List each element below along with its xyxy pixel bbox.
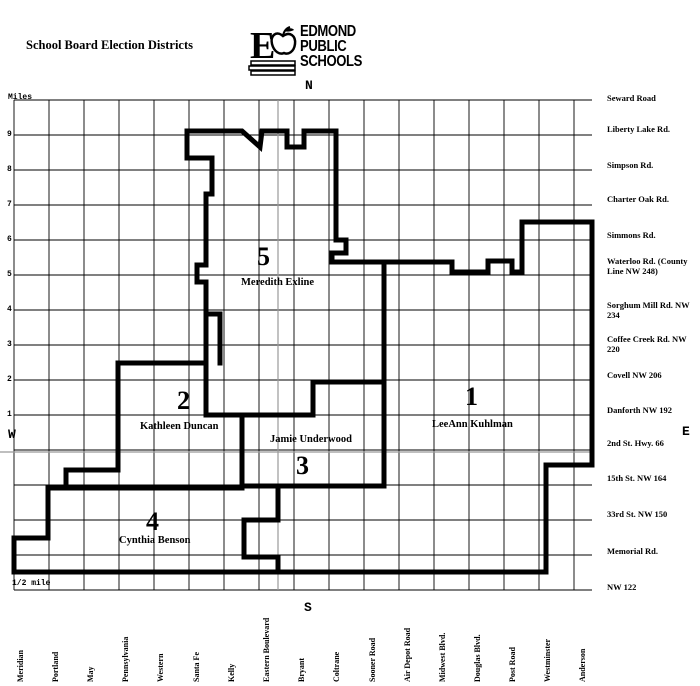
district-5-member: Meredith Exline <box>241 277 315 288</box>
district-3-member: Jamie Underwood <box>270 434 352 445</box>
district-5-number: 5 <box>257 242 270 271</box>
road-label-north-south: Douglas Blvd. <box>473 634 482 682</box>
compass-west: W <box>8 427 16 442</box>
district-boundary-3 <box>239 379 387 489</box>
district-boundary-outer <box>11 128 595 575</box>
logo-text-public: PUBLIC <box>300 38 347 55</box>
compass-south: S <box>304 600 312 615</box>
district-1-number: 1 <box>465 382 478 411</box>
road-label-east-west: 33rd St. NW 150 <box>607 509 668 519</box>
svg-text:E: E <box>250 25 275 67</box>
district-2-number: 2 <box>177 386 190 415</box>
road-label-east-west: Waterloo Rd. (County Line NW 248) <box>607 256 688 276</box>
district-boundary-west-5 <box>203 311 223 366</box>
mile-tick-label: 5 <box>7 270 12 279</box>
road-label-north-south: Westminster <box>543 638 552 682</box>
road-label-north-south: Portland <box>51 651 60 682</box>
mile-tick-label: 9 <box>7 130 12 139</box>
mile-tick-label: 8 <box>7 165 12 174</box>
road-label-east-west: Seward Road <box>607 93 656 103</box>
mile-tick-label: 3 <box>7 340 12 349</box>
road-label-north-south: Bryant <box>297 658 306 682</box>
logo-text-edmond: EDMOND <box>300 23 356 40</box>
road-label-north-south: Kelly <box>227 663 236 682</box>
district-3-number: 3 <box>296 451 309 480</box>
mile-tick-label: 2 <box>7 375 12 384</box>
district-4-number: 4 <box>146 507 159 536</box>
compass-east: E <box>682 424 690 439</box>
road-label-east-west: 2nd St. Hwy. 66 <box>607 438 664 448</box>
road-label-north-south: Western <box>156 653 165 682</box>
district-1-member: LeeAnn Kuhlman <box>432 419 513 430</box>
road-label-east-west: Charter Oak Rd. <box>607 194 669 204</box>
road-label-north-south: May <box>86 666 95 682</box>
compass-north: N <box>305 78 313 93</box>
road-label-north-south: Eastern Boulevard <box>262 617 271 682</box>
road-label-east-west: Sorghum Mill Rd. NW 234 <box>607 300 690 320</box>
road-label-east-west: Simmons Rd. <box>607 230 656 240</box>
road-label-east-west: NW 122 <box>607 582 637 592</box>
district-2-member: Kathleen Duncan <box>140 421 219 432</box>
road-label-east-west: Simpson Rd. <box>607 160 654 170</box>
edmond-public-schools-logo: E EDMOND PUBLIC SCHOOLS <box>248 22 386 76</box>
road-label-north-south: Anderson <box>578 648 587 682</box>
mile-tick-label: 6 <box>7 235 12 244</box>
road-label-east-west: Memorial Rd. <box>607 546 658 556</box>
road-label-north-south: Post Road <box>508 647 517 682</box>
apple-books-icon: E <box>248 25 297 76</box>
road-label-north-south: Midwest Blvd. <box>438 632 447 682</box>
map-title: School Board Election Districts <box>26 38 194 52</box>
road-label-north-south: Santa Fe <box>192 652 201 682</box>
road-label-north-south: Sooner Road <box>368 637 377 682</box>
road-label-east-west: Coffee Creek Rd. NW 220 <box>607 334 687 354</box>
road-label-north-south: Pennsylvania <box>121 636 130 682</box>
road-label-east-west: Covell NW 206 <box>607 370 662 380</box>
mile-tick-label: 7 <box>7 200 12 209</box>
district-boundary-5 <box>203 261 387 418</box>
district-4-member: Cynthia Benson <box>119 535 191 546</box>
road-label-north-south: Meridian <box>16 650 25 682</box>
scale-note: 1/2 mile <box>12 579 51 588</box>
axis-units-label: Miles <box>8 93 33 102</box>
mile-tick-label: 4 <box>7 305 12 314</box>
road-label-north-south: Coltrane <box>332 651 341 682</box>
district-boundary-4-east <box>241 485 281 575</box>
logo-text-schools: SCHOOLS <box>300 53 363 70</box>
road-label-east-west: Liberty Lake Rd. <box>607 124 671 134</box>
mile-tick-label: 1 <box>7 410 12 419</box>
mile-grid <box>13 99 592 591</box>
road-label-east-west: 15th St. NW 164 <box>607 473 667 483</box>
road-label-north-south: Air Depot Road <box>403 627 412 682</box>
road-label-east-west: Danforth NW 192 <box>607 405 673 415</box>
